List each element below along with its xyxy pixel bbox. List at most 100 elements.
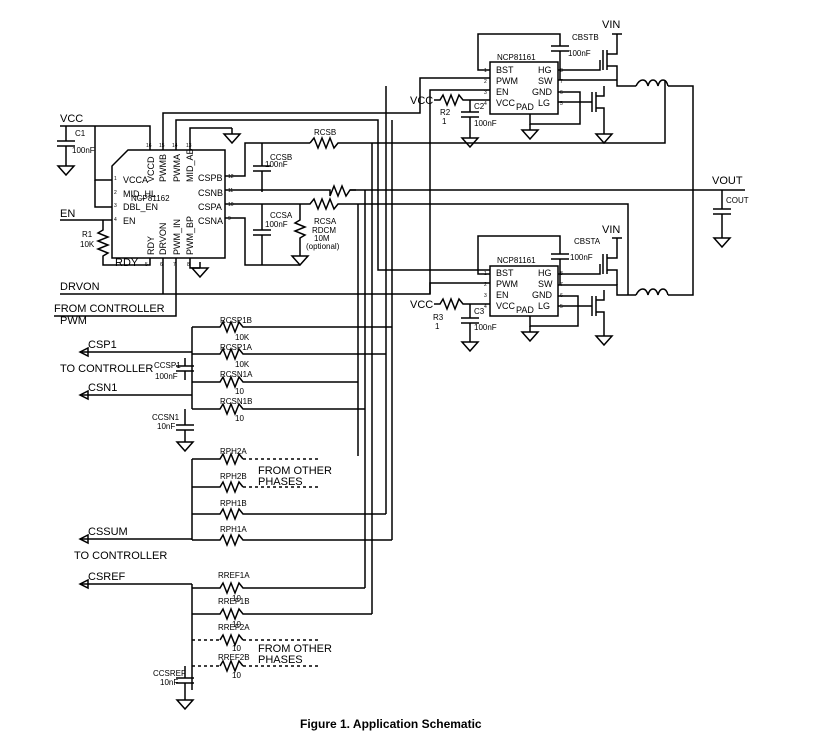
- rref2a-value: 10: [232, 644, 241, 653]
- driver-ncp81161-top: NCP81161 BST PWM EN VCC HG SW GND LG PAD…: [410, 19, 694, 190]
- ccsp1-label: CCSP1: [154, 361, 181, 370]
- r3-label: R3: [433, 313, 444, 322]
- csp-csn-network: RCSP1B 10K RCSP1A 10K CSP1 TO CONTROLLER…: [60, 316, 392, 452]
- rcsn1a-value: 10: [235, 387, 244, 396]
- ic-main-pin-cspa: CSPA: [198, 202, 222, 212]
- vcc-bot-label: VCC: [410, 299, 433, 311]
- pin-num: 3: [484, 90, 487, 96]
- driver-top-pad: PAD: [516, 102, 534, 112]
- csref-label: CSREF: [88, 571, 126, 583]
- pin-num: 4: [484, 101, 487, 107]
- phases-label-2: PHASES: [258, 654, 303, 666]
- rref1a-label: RREF1A: [218, 571, 250, 580]
- driver-bot-en: EN: [496, 290, 509, 300]
- r1-value: 10K: [80, 240, 95, 249]
- driver-top-gnd: GND: [532, 87, 553, 97]
- r2-label: R2: [440, 108, 451, 117]
- driver-top-en: EN: [496, 87, 509, 97]
- pin-num: 4: [484, 304, 487, 310]
- ccsn1-label: CCSN1: [152, 413, 180, 422]
- c2-label: C2: [474, 102, 485, 111]
- rref2b-label: RREF2B: [218, 653, 250, 662]
- figure-caption: Figure 1. Application Schematic: [300, 717, 482, 731]
- ccsb-label: CCSB: [270, 153, 292, 162]
- ccsref-label: CCSREF: [153, 669, 186, 678]
- ic-main-pin-drvon: DRVON: [158, 223, 168, 255]
- pin-num: 2: [484, 79, 487, 85]
- ccsa-value: 100nF: [265, 220, 288, 229]
- ccsn1-value: 10nF: [157, 422, 175, 431]
- rcsn1a-label: RCSN1A: [220, 370, 253, 379]
- from-other-phases-label-1: FROM OTHER: [258, 465, 332, 477]
- rref2b-value: 10: [232, 671, 241, 680]
- cbstb-label: CBSTB: [572, 33, 599, 42]
- vin-top-label: VIN: [602, 19, 620, 31]
- driver-top-pwm: PWM: [496, 76, 518, 86]
- ic-main-pin-num: 11: [228, 188, 233, 194]
- rref2a-label: RREF2A: [218, 623, 250, 632]
- ic-main-pin-num: 9: [228, 216, 231, 222]
- rdy-label: RDY: [115, 257, 139, 269]
- vout-label: VOUT: [712, 175, 743, 187]
- driver-top-lg: LG: [538, 98, 550, 108]
- rref1a-value: 10: [232, 594, 241, 603]
- pin-num: 3: [484, 293, 487, 299]
- driver-bot-vcc: VCC: [496, 301, 516, 311]
- rph1b-label: RPH1B: [220, 499, 247, 508]
- ic-main-pin-num: 10: [228, 202, 234, 208]
- pin-num: 5: [560, 304, 563, 310]
- csref-network: CSREF RREF1A 10 RREF1B 10 RREF2A 10 RREF…: [78, 571, 372, 710]
- pin-num: 2: [484, 282, 487, 288]
- to-controller-label-1: TO CONTROLLER: [60, 363, 153, 375]
- ic-main-pin-num: 8: [187, 262, 190, 268]
- ic-main-pin-num: 1: [114, 176, 117, 182]
- vout-network: VOUT COUT: [693, 175, 749, 248]
- ic-main-pin-num: 12: [228, 174, 234, 180]
- cbsta-value: 100nF: [570, 253, 593, 262]
- cssum-label: CSSUM: [88, 526, 128, 538]
- pin-num: 8: [560, 68, 563, 74]
- ic-main-pin-dblen: DBL_EN: [123, 202, 158, 212]
- r2-value: 1: [442, 117, 447, 126]
- rcsp1b-value: 10K: [235, 333, 250, 342]
- cbsta-label: CBSTA: [574, 237, 601, 246]
- vcc-top-label: VCC: [410, 95, 433, 107]
- ic-main-pin-num: 7: [173, 262, 176, 268]
- ic-main-pin-pwmbp: PWM_BP: [185, 216, 195, 255]
- pin-num: 6: [560, 90, 563, 96]
- ic-main-pin-num: 4: [114, 217, 117, 223]
- cbstb-value: 100nF: [568, 49, 591, 58]
- drvon-pwm-lines: DRVON FROM CONTROLLER PWM: [54, 89, 490, 327]
- to-controller-label-2: TO CONTROLLER: [74, 550, 167, 562]
- rcsp1b-label: RCSP1B: [220, 316, 252, 325]
- ic-main-pin-num: 2: [114, 190, 117, 196]
- driver-top-hg: HG: [538, 65, 552, 75]
- driver-bot-lg: LG: [538, 301, 550, 311]
- driver-top-bst: BST: [496, 65, 514, 75]
- rdcm-label: RDCM: [312, 226, 336, 235]
- ic-main-pin-num: 13: [186, 143, 192, 149]
- from-other-phases-label-2: FROM OTHER: [258, 643, 332, 655]
- rcsp1a-value: 10K: [235, 360, 250, 369]
- cssum-network: RPH2A RPH2B FROM OTHER PHASES RPH1B RPH1…: [74, 447, 392, 562]
- ic-main-pin-pwmin: PWM_IN: [172, 219, 182, 255]
- ic-main-pin-num: 16: [146, 143, 152, 149]
- ic-main-pin-en: EN: [123, 216, 136, 226]
- c1-label: C1: [75, 129, 86, 138]
- rph1a-label: RPH1A: [220, 525, 247, 534]
- ic-main-pin-num: 6: [160, 262, 163, 268]
- ic-main-pin-num: 14: [172, 143, 178, 149]
- c1-value: 100nF: [72, 146, 95, 155]
- rcsb-label: RCSB: [314, 128, 336, 137]
- pin-num: 7: [560, 79, 563, 85]
- ccsp1-value: 100nF: [155, 372, 178, 381]
- ic-main-pin-pwma: PWMA: [172, 154, 182, 182]
- en-label: EN: [60, 208, 75, 220]
- rref1b-label: RREF1B: [218, 597, 250, 606]
- current-sense-network: RCSB CCSB 100nF CCSA 100nF RCSA RDCM 10M…: [225, 80, 693, 295]
- ic-main-pin-rdy: RDY: [146, 236, 156, 255]
- driver-top-name: NCP81161: [497, 53, 536, 62]
- driver-ncp81161-bottom: NCP81161 BST PWM EN VCC HG SW GND LG PAD…: [410, 190, 694, 352]
- ic-ncp81162: NCP81162 VCCA MID_HL DBL_EN EN 1 2 3 4 C…: [111, 143, 234, 268]
